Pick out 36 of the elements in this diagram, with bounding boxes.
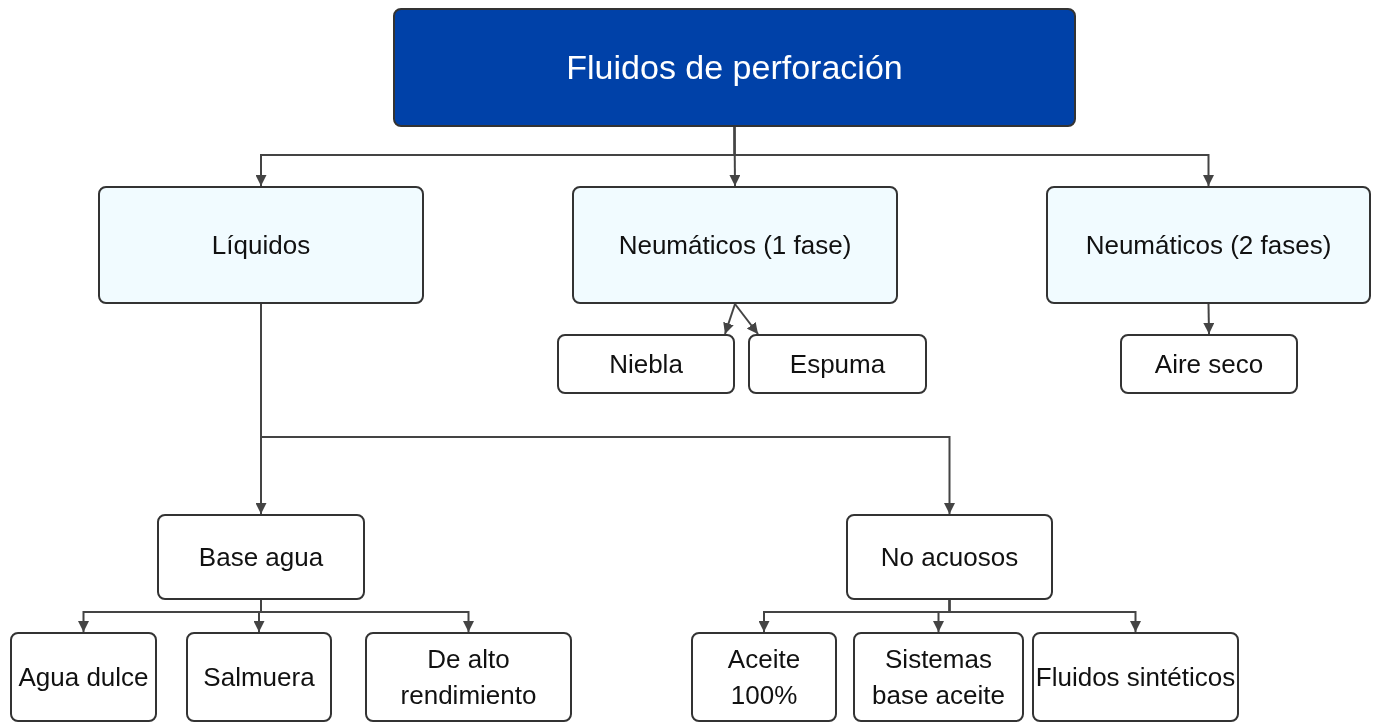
arrow [723, 303, 736, 335]
node-label: Neumáticos (2 fases) [1085, 228, 1332, 262]
node-label: Aire seco [1154, 347, 1264, 381]
leaf-box [846, 514, 1053, 600]
node-label: De alto rendimiento [399, 642, 538, 712]
leaf-box [365, 632, 572, 722]
node-label: Líquidos [211, 228, 311, 262]
node-label: Sistemas base aceite [871, 642, 1006, 712]
category-box [1046, 186, 1371, 304]
category-box [98, 186, 424, 304]
leaf-box [1120, 334, 1298, 394]
arrow [733, 126, 1214, 187]
leaf-box [157, 514, 365, 600]
leaf-box [10, 632, 157, 722]
node-label: Fluidos sintéticos [1035, 660, 1236, 694]
node-label: Salmuera [203, 660, 315, 694]
arrow [1203, 303, 1215, 335]
leaf-box [1032, 632, 1239, 722]
node-label: No acuosos [880, 540, 1019, 574]
arrow [948, 599, 1141, 633]
category-box [572, 186, 898, 304]
node-label: Niebla [609, 347, 683, 381]
arrow [734, 303, 759, 335]
node-label: Espuma [789, 347, 886, 381]
leaf-box [748, 334, 927, 394]
node-label: Aceite 100% [726, 642, 802, 712]
node-label: Agua dulce [18, 660, 149, 694]
leaf-box [853, 632, 1024, 722]
category-box [393, 8, 1076, 127]
leaf-box [691, 632, 837, 722]
arrow [260, 599, 474, 633]
leaf-box [557, 334, 735, 394]
node-label: Fluidos de perforación [566, 46, 903, 88]
node-label: Base agua [198, 540, 324, 574]
node-label: Neumáticos (1 fase) [618, 228, 852, 262]
leaf-box [186, 632, 332, 722]
